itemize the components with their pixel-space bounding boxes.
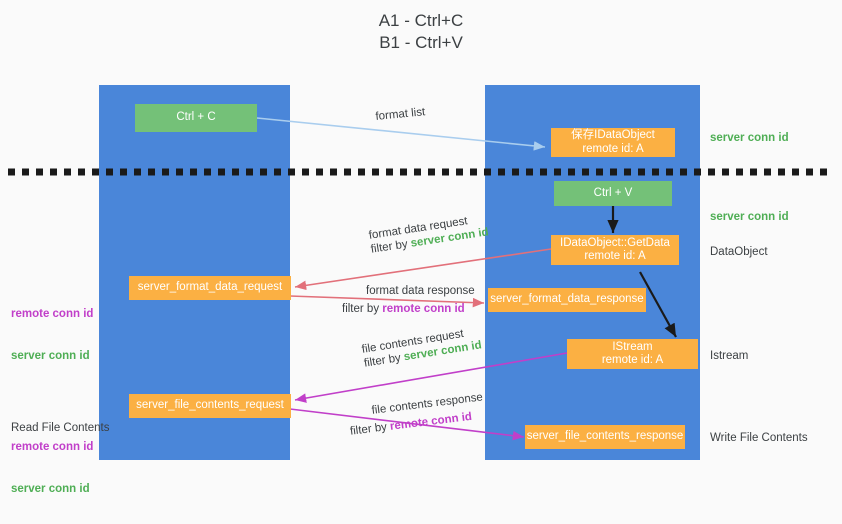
annotation-read-file-contents: Read File Contents [11, 422, 110, 434]
annotation-file-server-conn-id: server conn id [11, 483, 90, 495]
edge-label-format-data-response-text: format data response [366, 285, 475, 297]
node-server-format-data-request[interactable]: server_format_data_request [129, 276, 291, 300]
filter-prefix: filter by [342, 303, 383, 315]
node-istream-line1: IStream [612, 340, 653, 353]
diagram-canvas: A1 - Ctrl+C B1 - Ctrl+V A1 remote B1 con… [8, 11, 834, 495]
annotation-istream: Istream [710, 350, 749, 362]
arrow-format-data-response [289, 295, 485, 308]
edge-label-format-data-response: format data response filter by remote co… [342, 285, 475, 315]
node-server-file-contents-response[interactable]: server_file_contents_response [525, 425, 685, 449]
node-server-file-contents-request-line1: server_file_contents_request [136, 399, 284, 412]
arrow-format-list [256, 117, 546, 151]
annotation-server-conn-id-2: server conn id [710, 211, 789, 223]
node-getdata[interactable]: IDataObject::GetData remote id: A [551, 235, 679, 265]
node-ctrl-v[interactable]: Ctrl + V [554, 181, 672, 206]
node-save-idataobject-line1: 保存IDataObject [571, 129, 655, 141]
annotation-read-file-contents-heading: Read File Contents [11, 393, 109, 463]
node-save-idataobject-line2: remote id: A [582, 142, 644, 155]
annotation-write-file-contents: Write File Contents [710, 432, 808, 444]
node-server-format-data-response-line1: server_format_data_response [490, 293, 644, 306]
arrow-file-contents-request [294, 352, 568, 403]
connector-layer [8, 117, 834, 441]
edge-label-format-data-response-filter: filter by remote conn id [342, 303, 475, 315]
node-istream[interactable]: IStream remote id: A [567, 339, 698, 369]
annotation-file-remote-conn-id: remote conn id [11, 441, 94, 453]
annotation-file-conn-ids: remote conn id server conn id [11, 412, 93, 524]
annotation-format-conn-ids: remote conn id server conn id [11, 279, 93, 391]
node-server-file-contents-request[interactable]: server_file_contents_request [129, 394, 291, 418]
node-getdata-line1: IDataObject::GetData [560, 236, 670, 249]
arrow-getdata-to-istream [639, 271, 677, 338]
node-ctrl-c[interactable]: Ctrl + C [135, 104, 257, 132]
node-save-idataobject[interactable]: 保存IDataObject remote id: A [551, 128, 675, 157]
annotation-dataobject: DataObject [710, 246, 768, 258]
page-title: A1 - Ctrl+C B1 - Ctrl+V [378, 11, 464, 52]
node-server-file-contents-response-line1: server_file_contents_response [526, 430, 684, 443]
node-getdata-line2: remote id: A [584, 250, 646, 262]
node-istream-line2: remote id: A [601, 354, 664, 366]
node-ctrl-c-line1: Ctrl + C [176, 111, 216, 124]
annotation-format-server-conn-id: server conn id [11, 350, 90, 362]
annotation-server-conn-id-1: server conn id [710, 132, 789, 144]
node-ctrl-v-line1: Ctrl + V [593, 186, 633, 199]
annotation-format-remote-conn-id: remote conn id [11, 308, 94, 320]
node-server-format-data-request-line1: server_format_data_request [137, 281, 283, 294]
filter-value-remote-conn-id: remote conn id [382, 303, 465, 315]
node-server-format-data-response[interactable]: server_format_data_response [488, 288, 646, 312]
arrow-file-contents-response [289, 408, 525, 441]
arrow-format-data-request [294, 248, 552, 291]
